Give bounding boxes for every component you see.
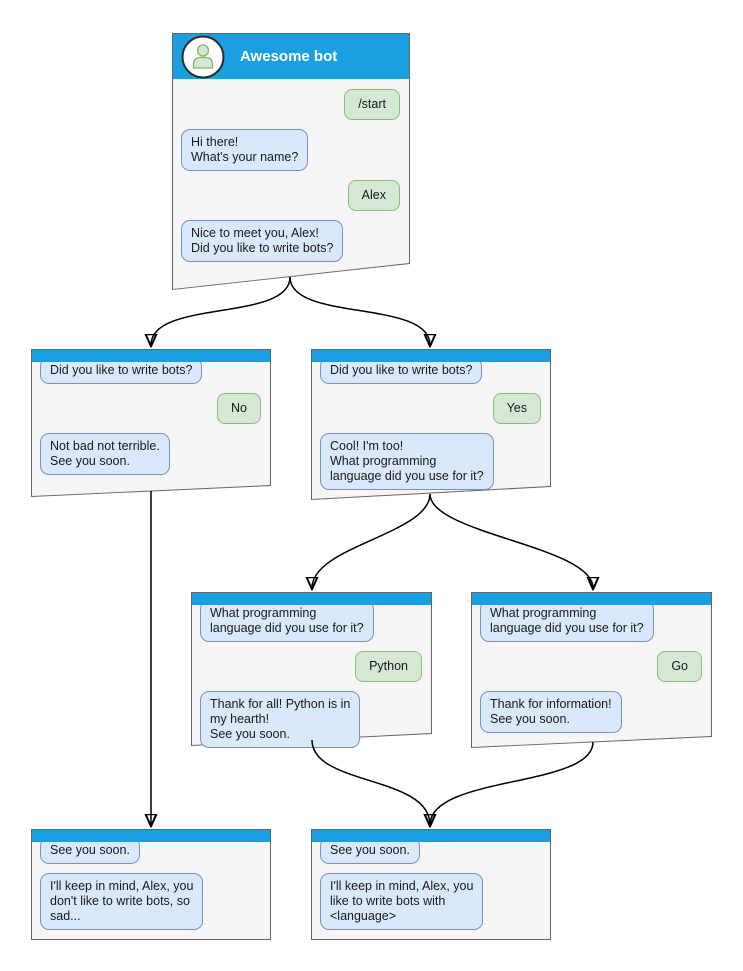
window-header [312,350,550,362]
bot-message-bubble: Thank for all! Python is in my hearth! S… [200,691,361,748]
bot-message-bubble: Cool! I'm too! What programming language… [320,433,494,490]
bot-message-bubble: Thank for information! See you soon. [480,691,622,733]
user-message-bubble: Yes [492,393,541,424]
chat-window-end-no: See you soon.I'll keep in mind, Alex, yo… [31,829,271,940]
user-message-bubble: Alex [347,180,400,211]
message-list: See you soon.I'll keep in mind, Alex, yo… [32,837,270,930]
chat-window-lang-python: What programming language did you use fo… [191,592,432,748]
arrow-go-to-end-yes [430,741,594,825]
user-message-bubble: Python [355,651,422,682]
message-list: What programming language did you use fo… [192,600,431,748]
bot-message-bubble: What programming language did you use fo… [200,600,374,642]
message-list: What programming language did you use fo… [472,600,711,733]
user-message-bubble: Go [657,651,702,682]
bot-avatar-icon [181,35,225,78]
chat-window-end-yes: See you soon.I'll keep in mind, Alex, yo… [311,829,551,940]
window-header: Awesome bot [173,34,409,79]
window-header [32,830,270,842]
user-message-bubble: /start [344,89,400,120]
bot-message-bubble: I'll keep in mind, Alex, you like to wri… [320,873,484,930]
arrow-python-to-end-yes [311,739,430,825]
window-header [312,830,550,842]
user-message-bubble: No [217,393,261,424]
message-list: See you soon.I'll keep in mind, Alex, yo… [312,837,550,930]
window-header [472,593,711,605]
arrow-yes-to-go [429,493,593,588]
arrow-yes-to-python [312,493,431,588]
bot-message-bubble: I'll keep in mind, Alex, you don't like … [40,873,204,930]
chat-window-lang-go: What programming language did you use fo… [471,592,712,748]
window-header [32,350,270,362]
bot-message-bubble: What programming language did you use fo… [480,600,654,642]
window-header [192,593,431,605]
bot-message-bubble: Not bad not terrible. See you soon. [40,433,170,475]
window-title: Awesome bot [240,48,338,65]
bot-message-bubble: Nice to meet you, Alex! Did you like to … [181,220,344,262]
bot-message-bubble: Hi there! What's your name? [181,129,309,171]
